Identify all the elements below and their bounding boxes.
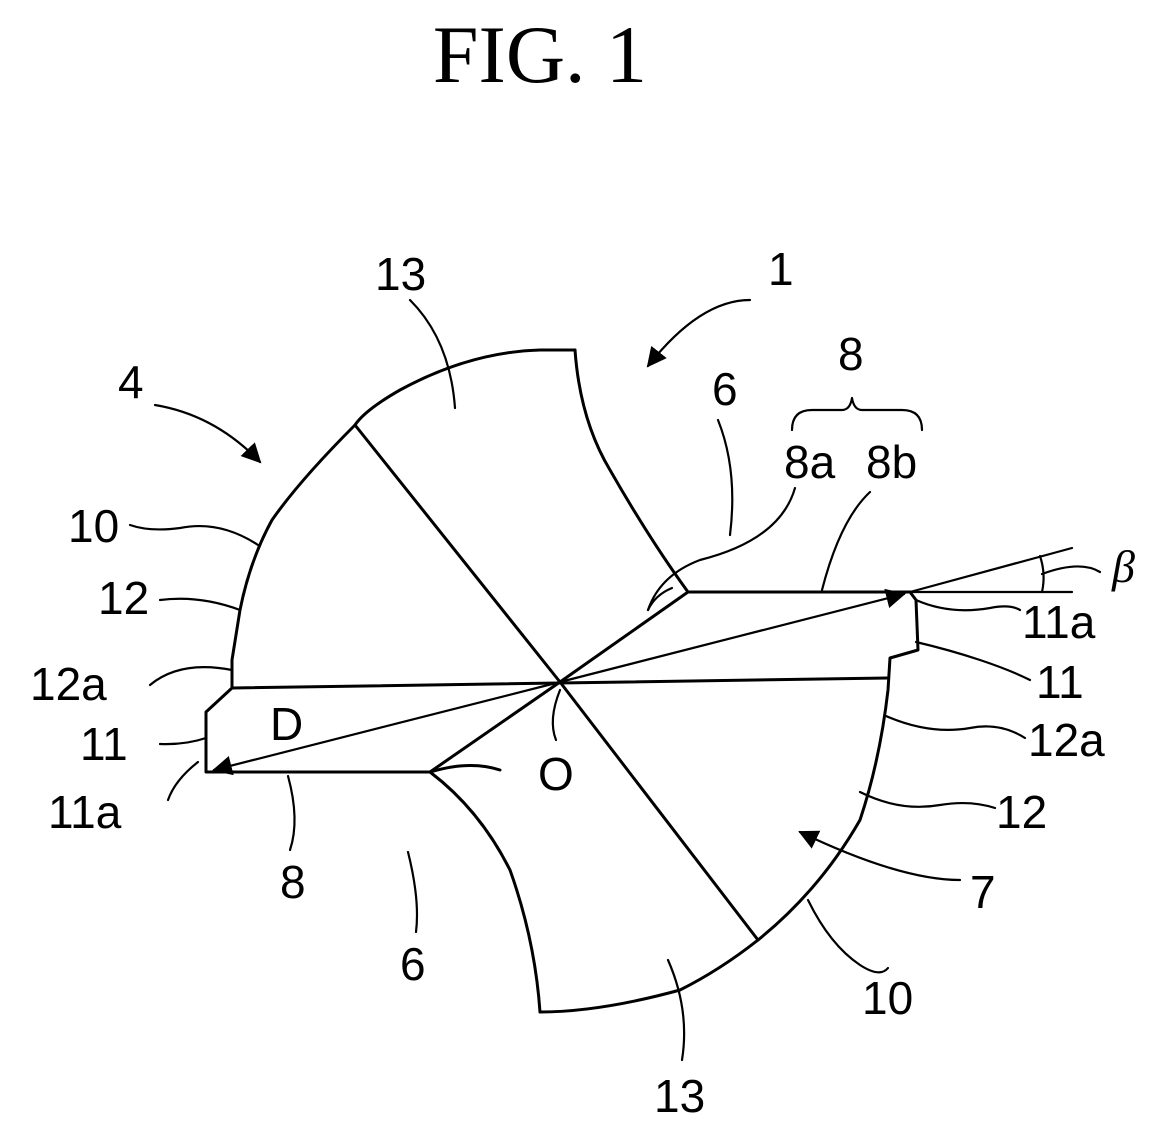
label-10-left: 10 — [68, 500, 119, 552]
boundary-line-upper-left — [355, 425, 560, 682]
leader-beta — [1042, 566, 1100, 574]
diameter-arrow-right — [560, 594, 904, 682]
label-8a: 8a — [784, 436, 836, 488]
label-12a-left: 12a — [30, 658, 107, 710]
label-12a-right: 12a — [1028, 714, 1105, 766]
leader-13-top — [410, 300, 455, 408]
label-11a-right: 11a — [1022, 596, 1096, 648]
label-11-right: 11 — [1036, 656, 1084, 708]
label-8b: 8b — [866, 436, 917, 488]
label-12-right: 12 — [996, 786, 1047, 838]
arrow-ref-1 — [648, 300, 750, 366]
leader-12a-left — [150, 667, 232, 685]
upper-web-line — [560, 592, 688, 682]
boundary-line-lower-right — [560, 682, 758, 940]
leader-12a-right — [886, 716, 1025, 738]
label-12-left: 12 — [98, 572, 149, 624]
label-O: O — [538, 748, 574, 800]
leader-8b — [822, 492, 870, 590]
leader-6-top — [718, 420, 732, 535]
label-4: 4 — [118, 356, 144, 408]
label-7: 7 — [970, 866, 996, 918]
lower-flute-curve — [430, 772, 540, 1012]
label-11a-left: 11a — [48, 786, 122, 838]
leader-10-left — [130, 525, 258, 545]
label-13-top: 13 — [375, 248, 426, 300]
beta-reference-line — [910, 548, 1072, 592]
figure-title: FIG. 1 — [433, 9, 647, 100]
leader-O — [553, 690, 560, 740]
label-11-left: 11 — [80, 718, 128, 770]
leader-11a-right — [916, 600, 1020, 610]
leader-12-right — [860, 792, 995, 808]
label-1: 1 — [768, 243, 794, 295]
label-8-top: 8 — [838, 328, 864, 380]
leader-6-bottom — [408, 852, 417, 932]
drill-cross-section — [206, 350, 1072, 1012]
label-beta: β — [1111, 541, 1135, 592]
leader-13-bottom — [668, 960, 684, 1060]
leader-8-bottom — [288, 776, 295, 850]
leader-10-right — [808, 900, 888, 972]
label-13-bottom: 13 — [654, 1070, 705, 1122]
leader-11a-left — [168, 762, 198, 800]
label-10-right: 10 — [862, 972, 913, 1024]
leader-12-left — [160, 599, 240, 610]
diameter-arrow-left — [214, 682, 560, 770]
label-8-bottom: 8 — [280, 856, 306, 908]
label-6-bottom: 6 — [400, 938, 426, 990]
leader-11-left — [160, 738, 206, 744]
leader-lines — [130, 300, 1100, 1060]
arrow-ref-4 — [155, 405, 260, 462]
brace-8 — [792, 398, 922, 430]
leader-11-right — [916, 642, 1030, 680]
label-6-top: 6 — [712, 363, 738, 415]
upper-flute-curve — [575, 350, 688, 592]
label-D: D — [270, 698, 303, 750]
